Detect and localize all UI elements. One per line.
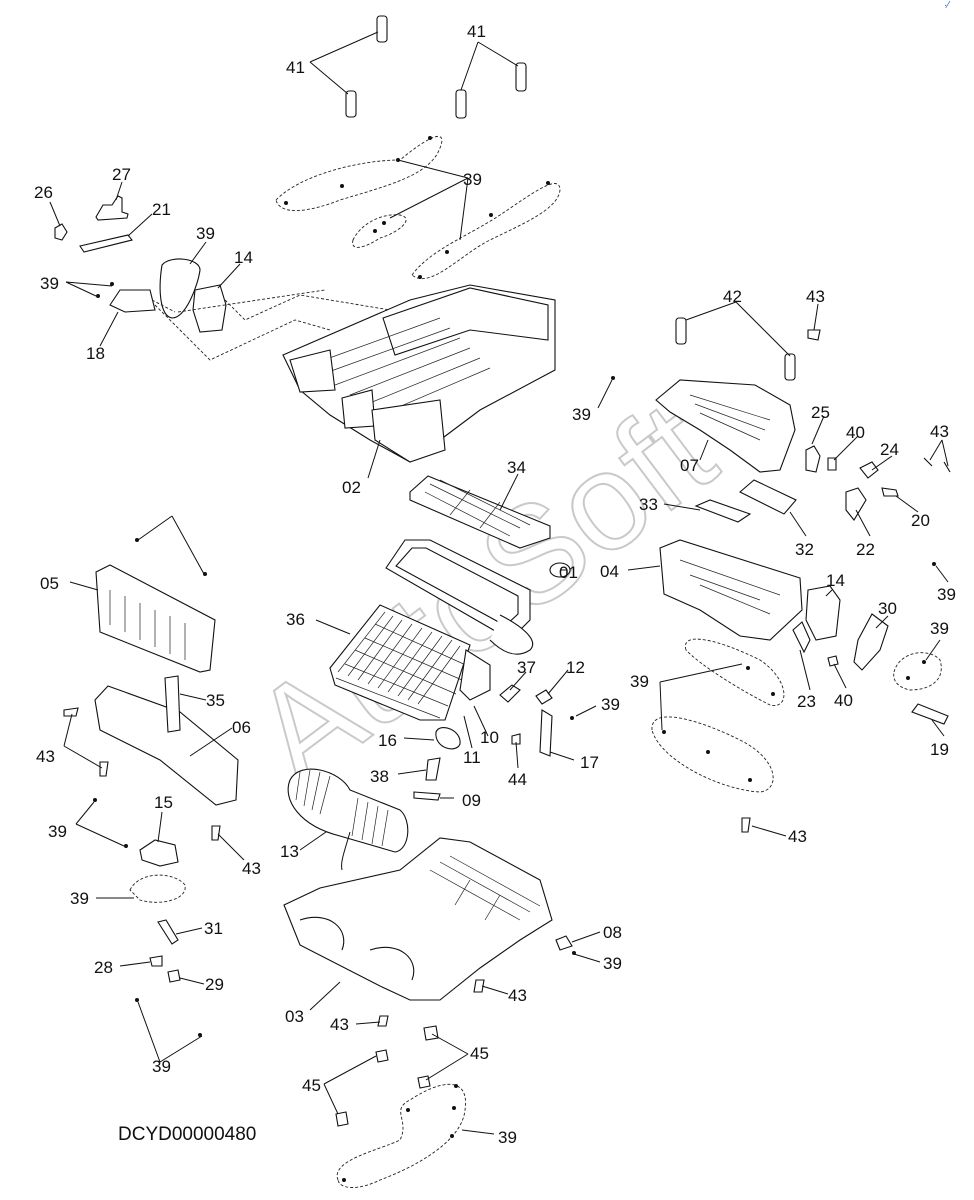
part-label: 16 — [378, 731, 397, 750]
part-label: 02 — [342, 478, 361, 497]
seal-gasket-39-right — [651, 638, 942, 793]
part-label: 05 — [40, 574, 59, 593]
part-label: 41 — [467, 22, 486, 41]
part-label: 14 — [826, 571, 845, 590]
part-label: 39 — [630, 672, 649, 691]
upper-case-02 — [282, 284, 556, 463]
case-04 — [659, 539, 949, 725]
part-label: 39 — [937, 585, 956, 604]
part-label: 39 — [603, 954, 622, 973]
part-label: 06 — [232, 718, 251, 737]
part-label: 39 — [463, 170, 482, 189]
part-label: 27 — [112, 165, 131, 184]
part-label: 22 — [856, 540, 875, 559]
actuator-15 — [129, 839, 186, 983]
part-label: 28 — [94, 958, 113, 977]
part-label: 20 — [911, 511, 930, 530]
part-label: 39 — [572, 405, 591, 424]
part-label: 43 — [330, 1015, 349, 1034]
part-label: 43 — [930, 422, 949, 441]
seal-gasket-39 — [275, 136, 561, 280]
part-label: 14 — [234, 248, 253, 267]
part-label: 21 — [152, 200, 171, 219]
part-label: 34 — [507, 458, 526, 477]
part-label: 39 — [930, 619, 949, 638]
part-label: 40 — [846, 423, 865, 442]
loose-screws — [63, 282, 936, 1037]
part-label: 43 — [806, 287, 825, 306]
part-label: 36 — [286, 610, 305, 629]
part-label: 39 — [601, 695, 620, 714]
part-label: 09 — [462, 791, 481, 810]
part-label: 43 — [508, 986, 527, 1005]
part-label: 12 — [566, 658, 585, 677]
part-label: 03 — [285, 1007, 304, 1026]
lower-case-06 — [94, 675, 239, 806]
part-label: 43 — [788, 827, 807, 846]
part-label: 10 — [480, 728, 499, 747]
part-label: 01 — [559, 563, 578, 582]
part-label: 35 — [206, 691, 225, 710]
part-label: 43 — [36, 747, 55, 766]
part-label: 25 — [811, 403, 830, 422]
leader-lines — [49, 31, 949, 1135]
part-labels: 41 41 39 26 27 21 39 14 39 18 42 43 39 2… — [34, 22, 956, 1147]
part-label: 29 — [205, 975, 224, 994]
blower-fan-13 — [287, 768, 409, 871]
part-label: 39 — [498, 1128, 517, 1147]
part-label: 44 — [508, 770, 527, 789]
part-label: 39 — [40, 274, 59, 293]
linkage-parts-left — [54, 195, 391, 361]
part-label: 15 — [154, 793, 173, 812]
evaporator-36 — [329, 604, 491, 721]
panel-05 — [95, 564, 216, 673]
part-label: 08 — [603, 923, 622, 942]
part-label: 33 — [639, 495, 658, 514]
right-upper-case-07 — [655, 317, 951, 521]
part-label: 39 — [48, 822, 67, 841]
part-label: 42 — [723, 287, 742, 306]
part-label: 23 — [797, 692, 816, 711]
corner-mark: ·⁄ — [944, 0, 949, 11]
part-label: 40 — [834, 691, 853, 710]
part-label: 37 — [517, 658, 536, 677]
part-label: 38 — [370, 767, 389, 786]
part-label: 31 — [204, 919, 223, 938]
part-label: 17 — [580, 753, 599, 772]
lower-case-03 — [283, 837, 553, 1001]
part-label: 24 — [880, 440, 899, 459]
part-label: 39 — [152, 1057, 171, 1076]
part-label: 41 — [286, 58, 305, 77]
seal-gasket-39-bottom — [336, 1083, 466, 1188]
part-label: 04 — [600, 562, 619, 581]
part-label: 07 — [680, 456, 699, 475]
part-label: 39 — [70, 889, 89, 908]
part-label: 43 — [242, 859, 261, 878]
part-label: 13 — [280, 842, 299, 861]
part-label: 45 — [470, 1044, 489, 1063]
part-label: 18 — [86, 344, 105, 363]
part-label: 11 — [463, 748, 481, 767]
lower-small-parts — [335, 935, 573, 1127]
part-label: 19 — [930, 740, 949, 759]
drawing-id: DCYD00000480 — [118, 1124, 257, 1145]
part-label: 39 — [196, 224, 215, 243]
part-label: 45 — [302, 1076, 321, 1095]
rod-41 — [345, 15, 527, 119]
part-label: 26 — [34, 183, 53, 202]
part-label: 30 — [878, 599, 897, 618]
part-label: 32 — [795, 540, 814, 559]
filter-elements — [409, 475, 797, 549]
heater-core-01 — [385, 539, 571, 655]
